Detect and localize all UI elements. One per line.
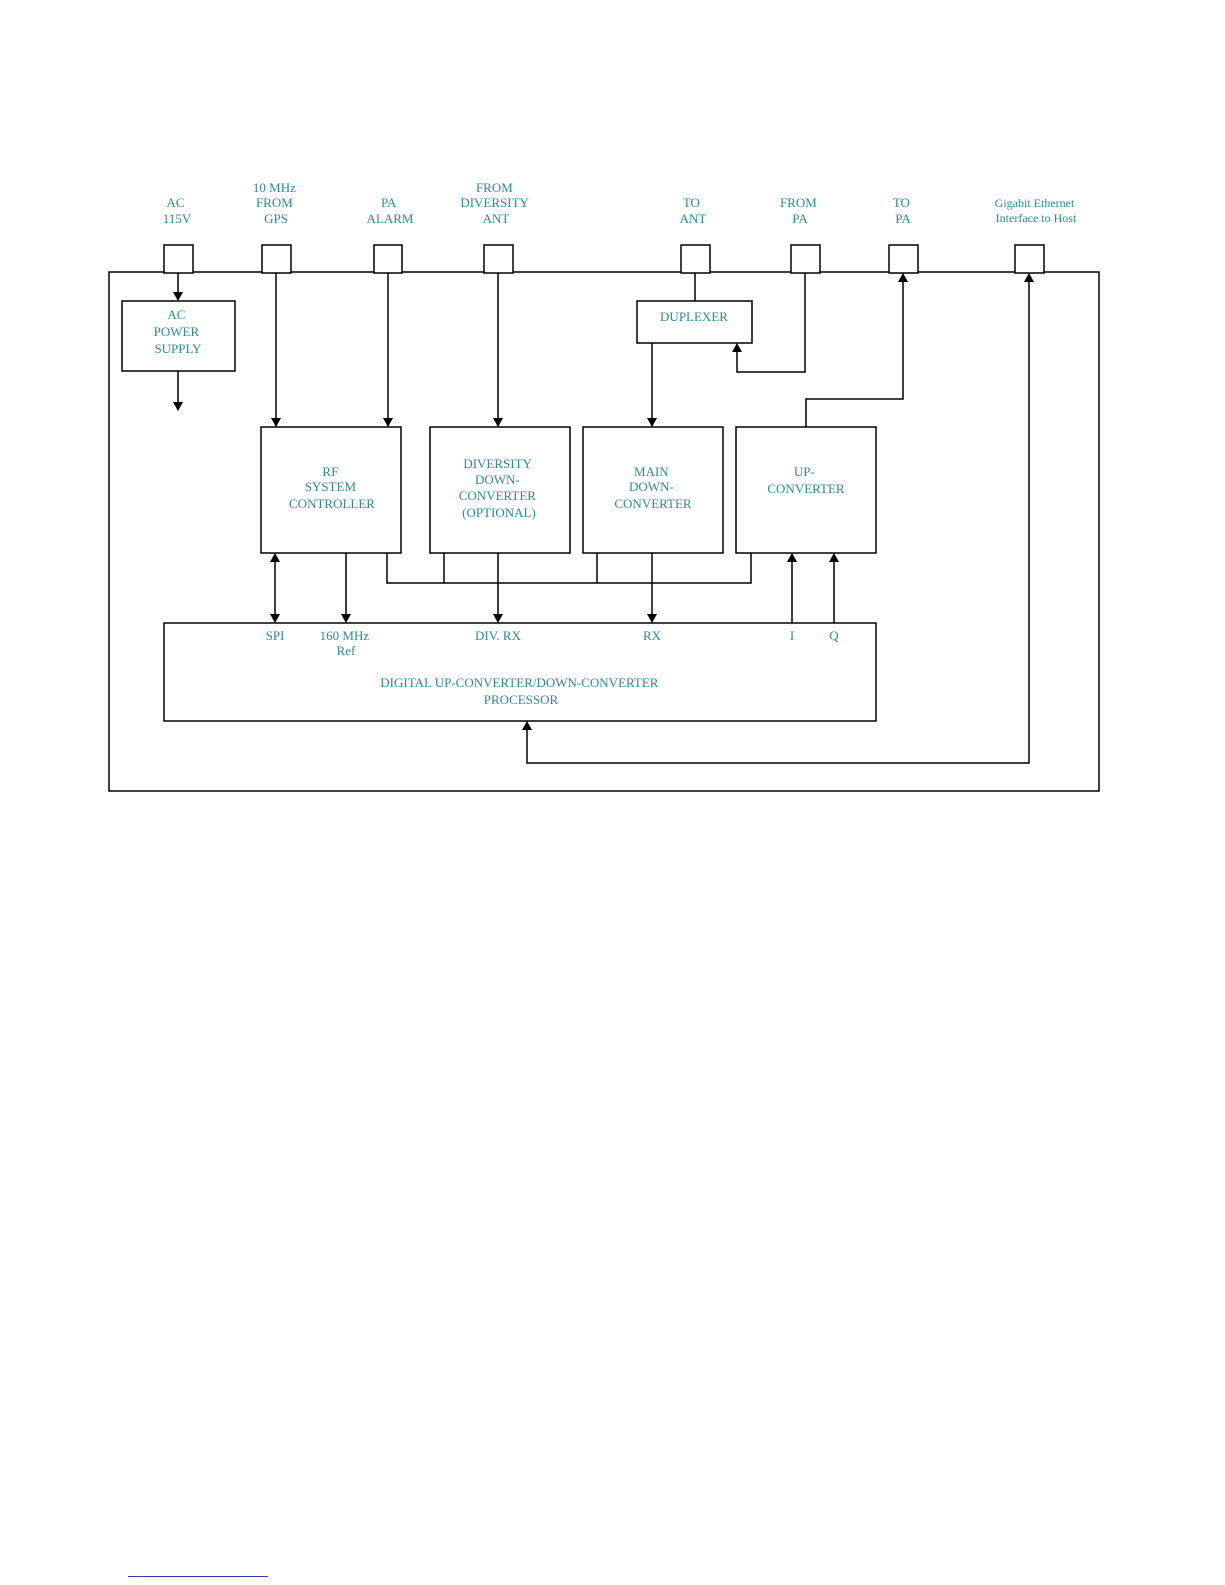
block-label-rf-controller: RF SYSTEM CONTROLLER: [289, 464, 375, 511]
port-label-ethernet: Gigabit Ethernet Interface to Host: [995, 196, 1078, 225]
port-diversity-ant: [483, 244, 514, 274]
signal-label-ref: 160 MHz Ref: [320, 628, 373, 658]
port-ac: [163, 244, 194, 274]
arrow-frompa-to-duplexer: [732, 343, 742, 352]
arrow-upconv-to-pa: [898, 273, 908, 282]
port-pa-alarm: [373, 244, 403, 274]
block-main-down-converter: [582, 426, 724, 554]
block-diversity-down-converter: [429, 426, 571, 554]
block-label-up-converter: UP- CONVERTER: [767, 464, 845, 496]
block-label-main-dc: MAIN DOWN- CONVERTER: [614, 464, 692, 511]
arrow-to-ethernet: [1024, 273, 1034, 282]
arrow-duplexer-to-main-dc: [647, 418, 657, 427]
block-digital-processor: [163, 622, 877, 722]
footnote-rule: [128, 1576, 268, 1577]
arrow-q: [829, 553, 839, 562]
wire-control-bus: [386, 553, 752, 584]
arrow-to-processor: [522, 721, 532, 730]
block-rf-system-controller: [260, 426, 402, 554]
port-ethernet: [1014, 244, 1045, 274]
block-up-converter: [735, 426, 877, 554]
arrow-divant-to-dc: [493, 418, 503, 427]
block-label-duplexer: DUPLEXER: [660, 309, 728, 324]
port-label-ac: AC 115V: [163, 195, 192, 226]
arrow-rx: [647, 614, 657, 623]
port-to-pa: [888, 244, 919, 274]
arrow-spi-up: [270, 553, 280, 562]
signal-label-spi: SPI: [266, 628, 285, 643]
enclosure-outline: [108, 271, 1100, 792]
port-label-from-pa: FROM PA: [780, 195, 820, 226]
port-from-pa: [790, 244, 821, 274]
port-to-ant: [680, 244, 711, 274]
arrow-spi-down: [270, 614, 280, 623]
wire-frompa-to-duplexer: [736, 273, 806, 373]
arrow-ac-to-psu: [173, 292, 183, 301]
block-duplexer: [636, 300, 753, 344]
arrow-alarm-to-controller: [383, 418, 393, 427]
arrow-gps-to-controller: [271, 418, 281, 427]
wire-upconv-to-pa: [805, 279, 904, 427]
arrow-div-rx: [493, 614, 503, 623]
port-label-pa-alarm: PA ALARM: [367, 195, 414, 226]
arrow-ref: [341, 614, 351, 623]
port-label-to-pa: TO PA: [893, 195, 913, 226]
signal-label-i: I: [790, 628, 794, 643]
port-label-diversity-ant: FROM DIVERSITY ANT: [460, 180, 531, 226]
port-gps: [261, 244, 292, 274]
block-label-processor: DIGITAL UP-CONVERTER/DOWN-CONVERTER PROC…: [380, 675, 661, 707]
arrow-i: [787, 553, 797, 562]
port-label-to-ant: TO ANT: [680, 195, 707, 226]
arrow-psu-output: [173, 402, 183, 411]
block-label-power-supply: AC POWER SUPPLY: [154, 307, 203, 356]
signal-label-div-rx: DIV. RX: [475, 628, 522, 643]
wire-processor-to-ethernet: [526, 279, 1030, 764]
block-label-diversity-dc: DIVERSITY DOWN- CONVERTER (OPTIONAL): [459, 456, 539, 520]
signal-label-rx: RX: [643, 628, 662, 643]
port-label-gps: 10 MHz FROM GPS: [253, 180, 299, 226]
signal-label-q: Q: [829, 628, 839, 643]
